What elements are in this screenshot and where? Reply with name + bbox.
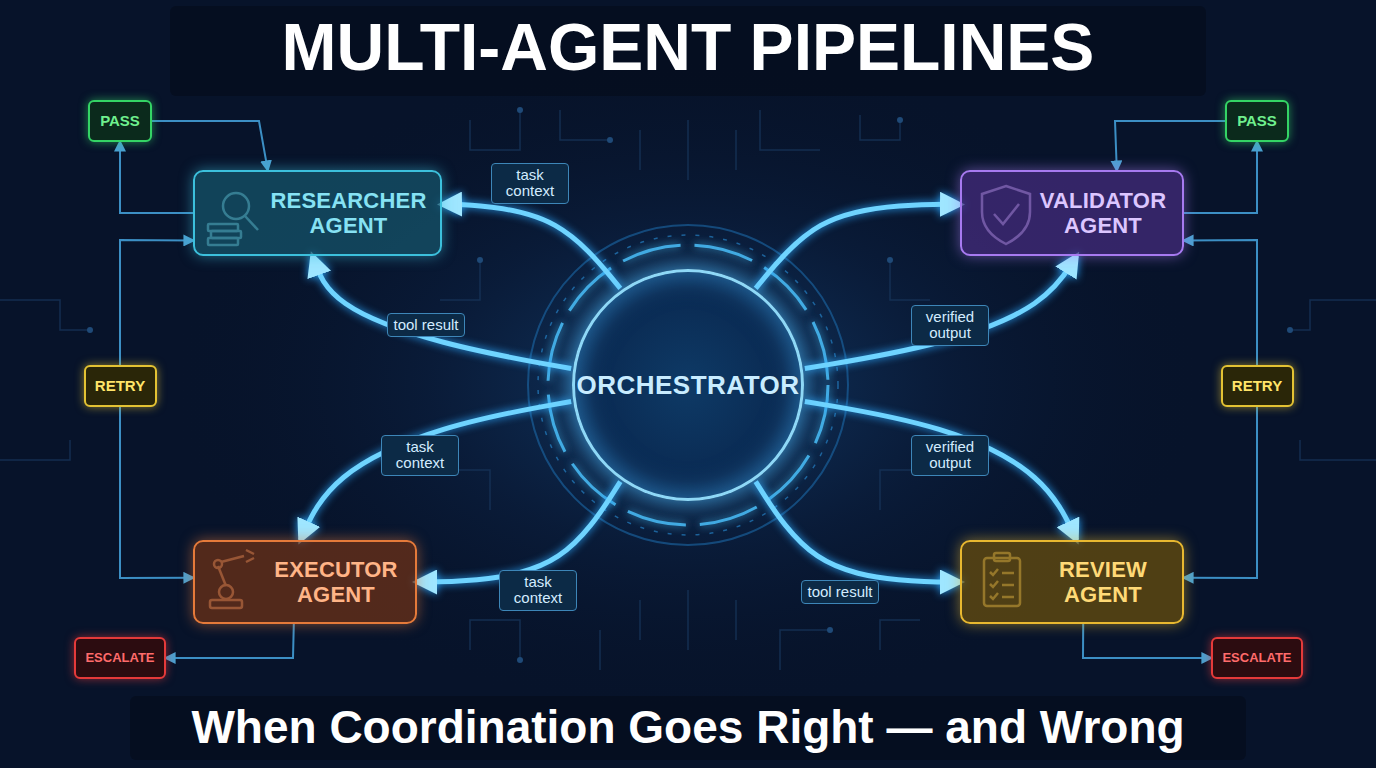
edge-label: verified output bbox=[911, 435, 989, 476]
feedback-line bbox=[120, 240, 193, 365]
feedback-line bbox=[1115, 121, 1225, 170]
status-box: RETRY bbox=[84, 365, 157, 407]
flow-arc bbox=[301, 401, 572, 540]
feedback-line bbox=[1083, 624, 1211, 658]
node-label: RETRY bbox=[1232, 378, 1282, 395]
edge-label: verified output bbox=[911, 305, 989, 346]
node-label: ORCHESTRATOR bbox=[576, 370, 799, 401]
feedback-line bbox=[152, 121, 268, 170]
outer-ring bbox=[528, 225, 848, 545]
edge-label: task context bbox=[381, 435, 459, 476]
node-label: PASS bbox=[100, 113, 140, 130]
flow-arc bbox=[442, 204, 620, 288]
status-box: PASS bbox=[88, 100, 152, 142]
node-label: REVIEW AGENT bbox=[1036, 557, 1170, 608]
feedback-line bbox=[1184, 142, 1257, 213]
flow-arc bbox=[417, 482, 620, 582]
node-label: RETRY bbox=[95, 378, 145, 395]
edge-label: task context bbox=[491, 163, 569, 204]
node-label: VALIDATOR AGENT bbox=[1036, 188, 1170, 239]
feedback-line bbox=[1184, 407, 1257, 578]
flow-arc bbox=[805, 401, 1077, 540]
flow-arc bbox=[805, 256, 1077, 369]
agent-box: VALIDATOR AGENT bbox=[960, 170, 1184, 256]
node-label: ESCALATE bbox=[1222, 651, 1291, 665]
status-box: ESCALATE bbox=[1211, 637, 1303, 679]
flow-arc bbox=[313, 256, 572, 369]
status-box: ESCALATE bbox=[74, 637, 166, 679]
status-box: RETRY bbox=[1221, 365, 1294, 407]
edge-label: tool result bbox=[801, 580, 878, 605]
agent-box: RESEARCHER AGENT bbox=[193, 170, 442, 256]
node-label: ESCALATE bbox=[85, 651, 154, 665]
edge-label: tool result bbox=[387, 313, 464, 338]
flow-arc bbox=[756, 204, 960, 288]
edge-label: task context bbox=[499, 570, 577, 611]
node-label: PASS bbox=[1237, 113, 1277, 130]
caption: When Coordination Goes Right — and Wrong bbox=[0, 700, 1376, 755]
agent-box: EXECUTOR AGENT bbox=[193, 540, 417, 624]
feedback-line bbox=[120, 407, 193, 578]
agent-box: REVIEW AGENT bbox=[960, 540, 1184, 624]
node-label: EXECUTOR AGENT bbox=[269, 557, 403, 608]
center-glow bbox=[168, 55, 1208, 715]
title: MULTI-AGENT PIPELINES bbox=[0, 8, 1376, 87]
node-label: RESEARCHER AGENT bbox=[269, 188, 428, 239]
flow-arc bbox=[756, 482, 960, 582]
glow-ring bbox=[548, 245, 828, 525]
feedback-line bbox=[120, 142, 193, 213]
dotted-ring bbox=[538, 235, 838, 535]
feedback-line bbox=[1184, 240, 1257, 365]
feedback-line bbox=[166, 624, 294, 658]
hub-circle: ORCHESTRATOR bbox=[572, 269, 804, 501]
status-box: PASS bbox=[1225, 100, 1289, 142]
circuit-dots bbox=[87, 107, 1293, 663]
circuit-traces bbox=[0, 110, 1376, 670]
